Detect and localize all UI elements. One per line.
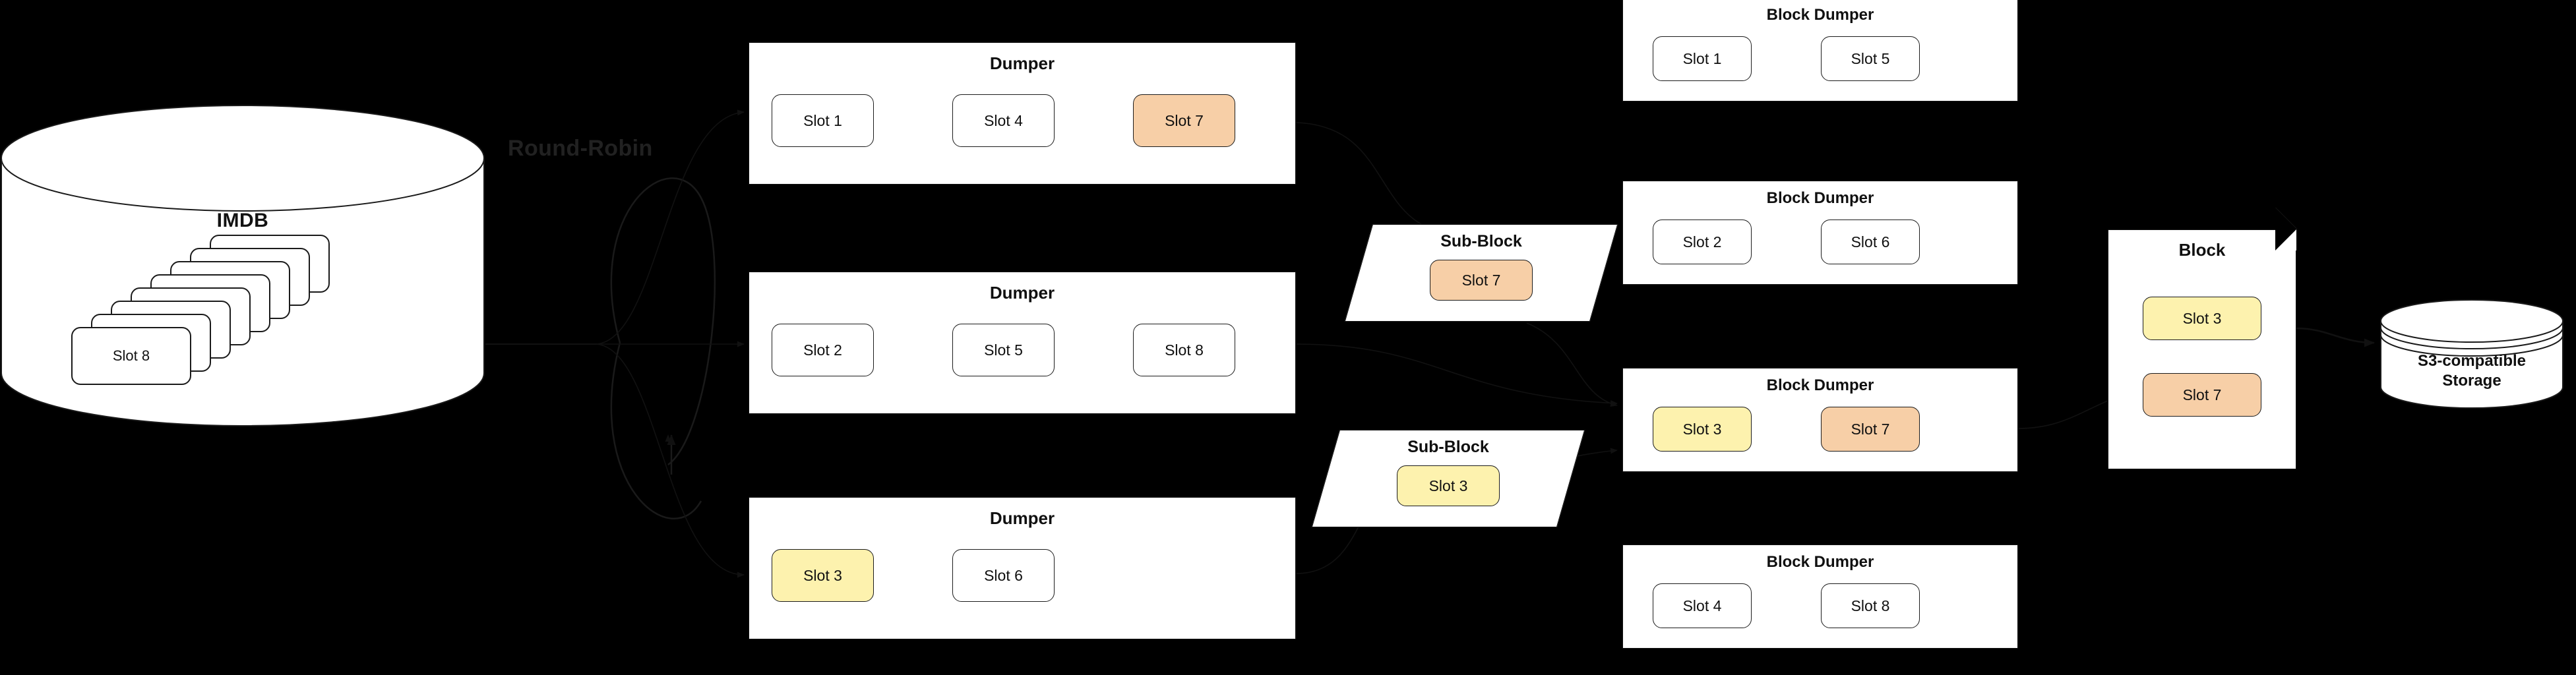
- imdb-title: IMDB: [216, 210, 269, 231]
- dumper1-slot-2[interactable]: Slot 7: [1133, 94, 1235, 147]
- block-dumper2-slot-0[interactable]: Slot 2: [1653, 220, 1752, 264]
- s3-label-line-2: Storage: [2442, 372, 2501, 390]
- block-dumper3-slot-1[interactable]: Slot 7: [1821, 407, 1920, 452]
- block-dumper-title: Block Dumper: [1766, 189, 1874, 207]
- sub-block-2[interactable]: Sub-Block Slot 3: [1311, 430, 1585, 527]
- s3-storage-label: S3-compatible Storage: [2379, 351, 2564, 391]
- dumper-panel-2[interactable]: Dumper Slot 2 Slot 5 Slot 8: [749, 272, 1296, 414]
- dumper-panel-3[interactable]: Dumper Slot 3 Slot 6: [749, 497, 1296, 639]
- sub-block-title: Sub-Block: [1440, 232, 1522, 250]
- wire-blockdumper3-to-block: [2017, 400, 2108, 429]
- stack-front-label: Slot 8: [112, 347, 150, 364]
- round-robin-label: Round-Robin: [508, 136, 653, 161]
- dumper2-slot-0[interactable]: Slot 2: [772, 324, 874, 376]
- block-dumper4-slot-1[interactable]: Slot 8: [1821, 583, 1920, 628]
- imdb-slot-stack: Slot 8: [0, 104, 485, 427]
- block-slot-1[interactable]: Slot 7: [2143, 373, 2261, 417]
- wire-block-to-s3: [2296, 327, 2375, 347]
- dumper-title: Dumper: [989, 53, 1055, 73]
- block-dumper-title: Block Dumper: [1766, 553, 1874, 571]
- document-fold-icon: [2275, 229, 2296, 250]
- block-slot-0[interactable]: Slot 3: [2143, 297, 2261, 340]
- s3-label-line-1: S3-compatible: [2417, 352, 2527, 370]
- s3-storage-cylinder: [2379, 299, 2564, 409]
- dumper3-slot-0[interactable]: Slot 3: [772, 549, 874, 602]
- sub-block-title: Sub-Block: [1407, 438, 1489, 456]
- sub-block-2-slot[interactable]: Slot 3: [1397, 465, 1500, 506]
- sub-block-1[interactable]: Sub-Block Slot 7: [1344, 224, 1618, 322]
- dumper-panel-1[interactable]: Dumper Slot 1 Slot 4 Slot 7: [749, 42, 1296, 185]
- dumper2-slot-2[interactable]: Slot 8: [1133, 324, 1235, 376]
- dumper1-slot-1[interactable]: Slot 4: [952, 94, 1055, 147]
- block-dumper-panel-3[interactable]: Block Dumper Slot 3 Slot 7: [1622, 368, 2018, 472]
- wire-imdb-to-dumper-3: [596, 343, 745, 578]
- wire-dumper1-to-subblock1: [1295, 122, 1422, 225]
- dumper2-slot-1[interactable]: Slot 5: [952, 324, 1055, 376]
- dumper3-slot-1[interactable]: Slot 6: [952, 549, 1055, 602]
- dumper1-slot-0[interactable]: Slot 1: [772, 94, 874, 147]
- block-dumper2-slot-1[interactable]: Slot 6: [1821, 220, 1920, 264]
- block-dumper-panel-2[interactable]: Block Dumper Slot 2 Slot 6: [1622, 181, 2018, 285]
- block-document[interactable]: Block Slot 3 Slot 7: [2108, 207, 2298, 469]
- dumper-title: Dumper: [989, 508, 1055, 528]
- dumper-title: Dumper: [989, 283, 1055, 303]
- block-dumper3-slot-0[interactable]: Slot 3: [1653, 407, 1752, 452]
- block-dumper1-slot-0[interactable]: Slot 1: [1653, 36, 1752, 81]
- round-robin-loop: [610, 177, 716, 520]
- wire-subblock1-to-blockdumper3: [1526, 322, 1618, 407]
- block-dumper-title: Block Dumper: [1766, 376, 1874, 394]
- sub-block-1-slot[interactable]: Slot 7: [1430, 260, 1533, 301]
- block-dumper-title: Block Dumper: [1766, 6, 1874, 24]
- block-dumper-panel-1[interactable]: Block Dumper Slot 1 Slot 5: [1622, 0, 2018, 102]
- block-document-shape: [2108, 229, 2296, 469]
- block-dumper1-slot-1[interactable]: Slot 5: [1821, 36, 1920, 81]
- block-dumper4-slot-0[interactable]: Slot 4: [1653, 583, 1752, 628]
- stack-card-1-front: Slot 8: [71, 327, 191, 385]
- document-fold-line: [2275, 207, 2298, 229]
- block-dumper-panel-4[interactable]: Block Dumper Slot 4 Slot 8: [1622, 544, 2018, 649]
- block-title: Block: [2178, 240, 2226, 260]
